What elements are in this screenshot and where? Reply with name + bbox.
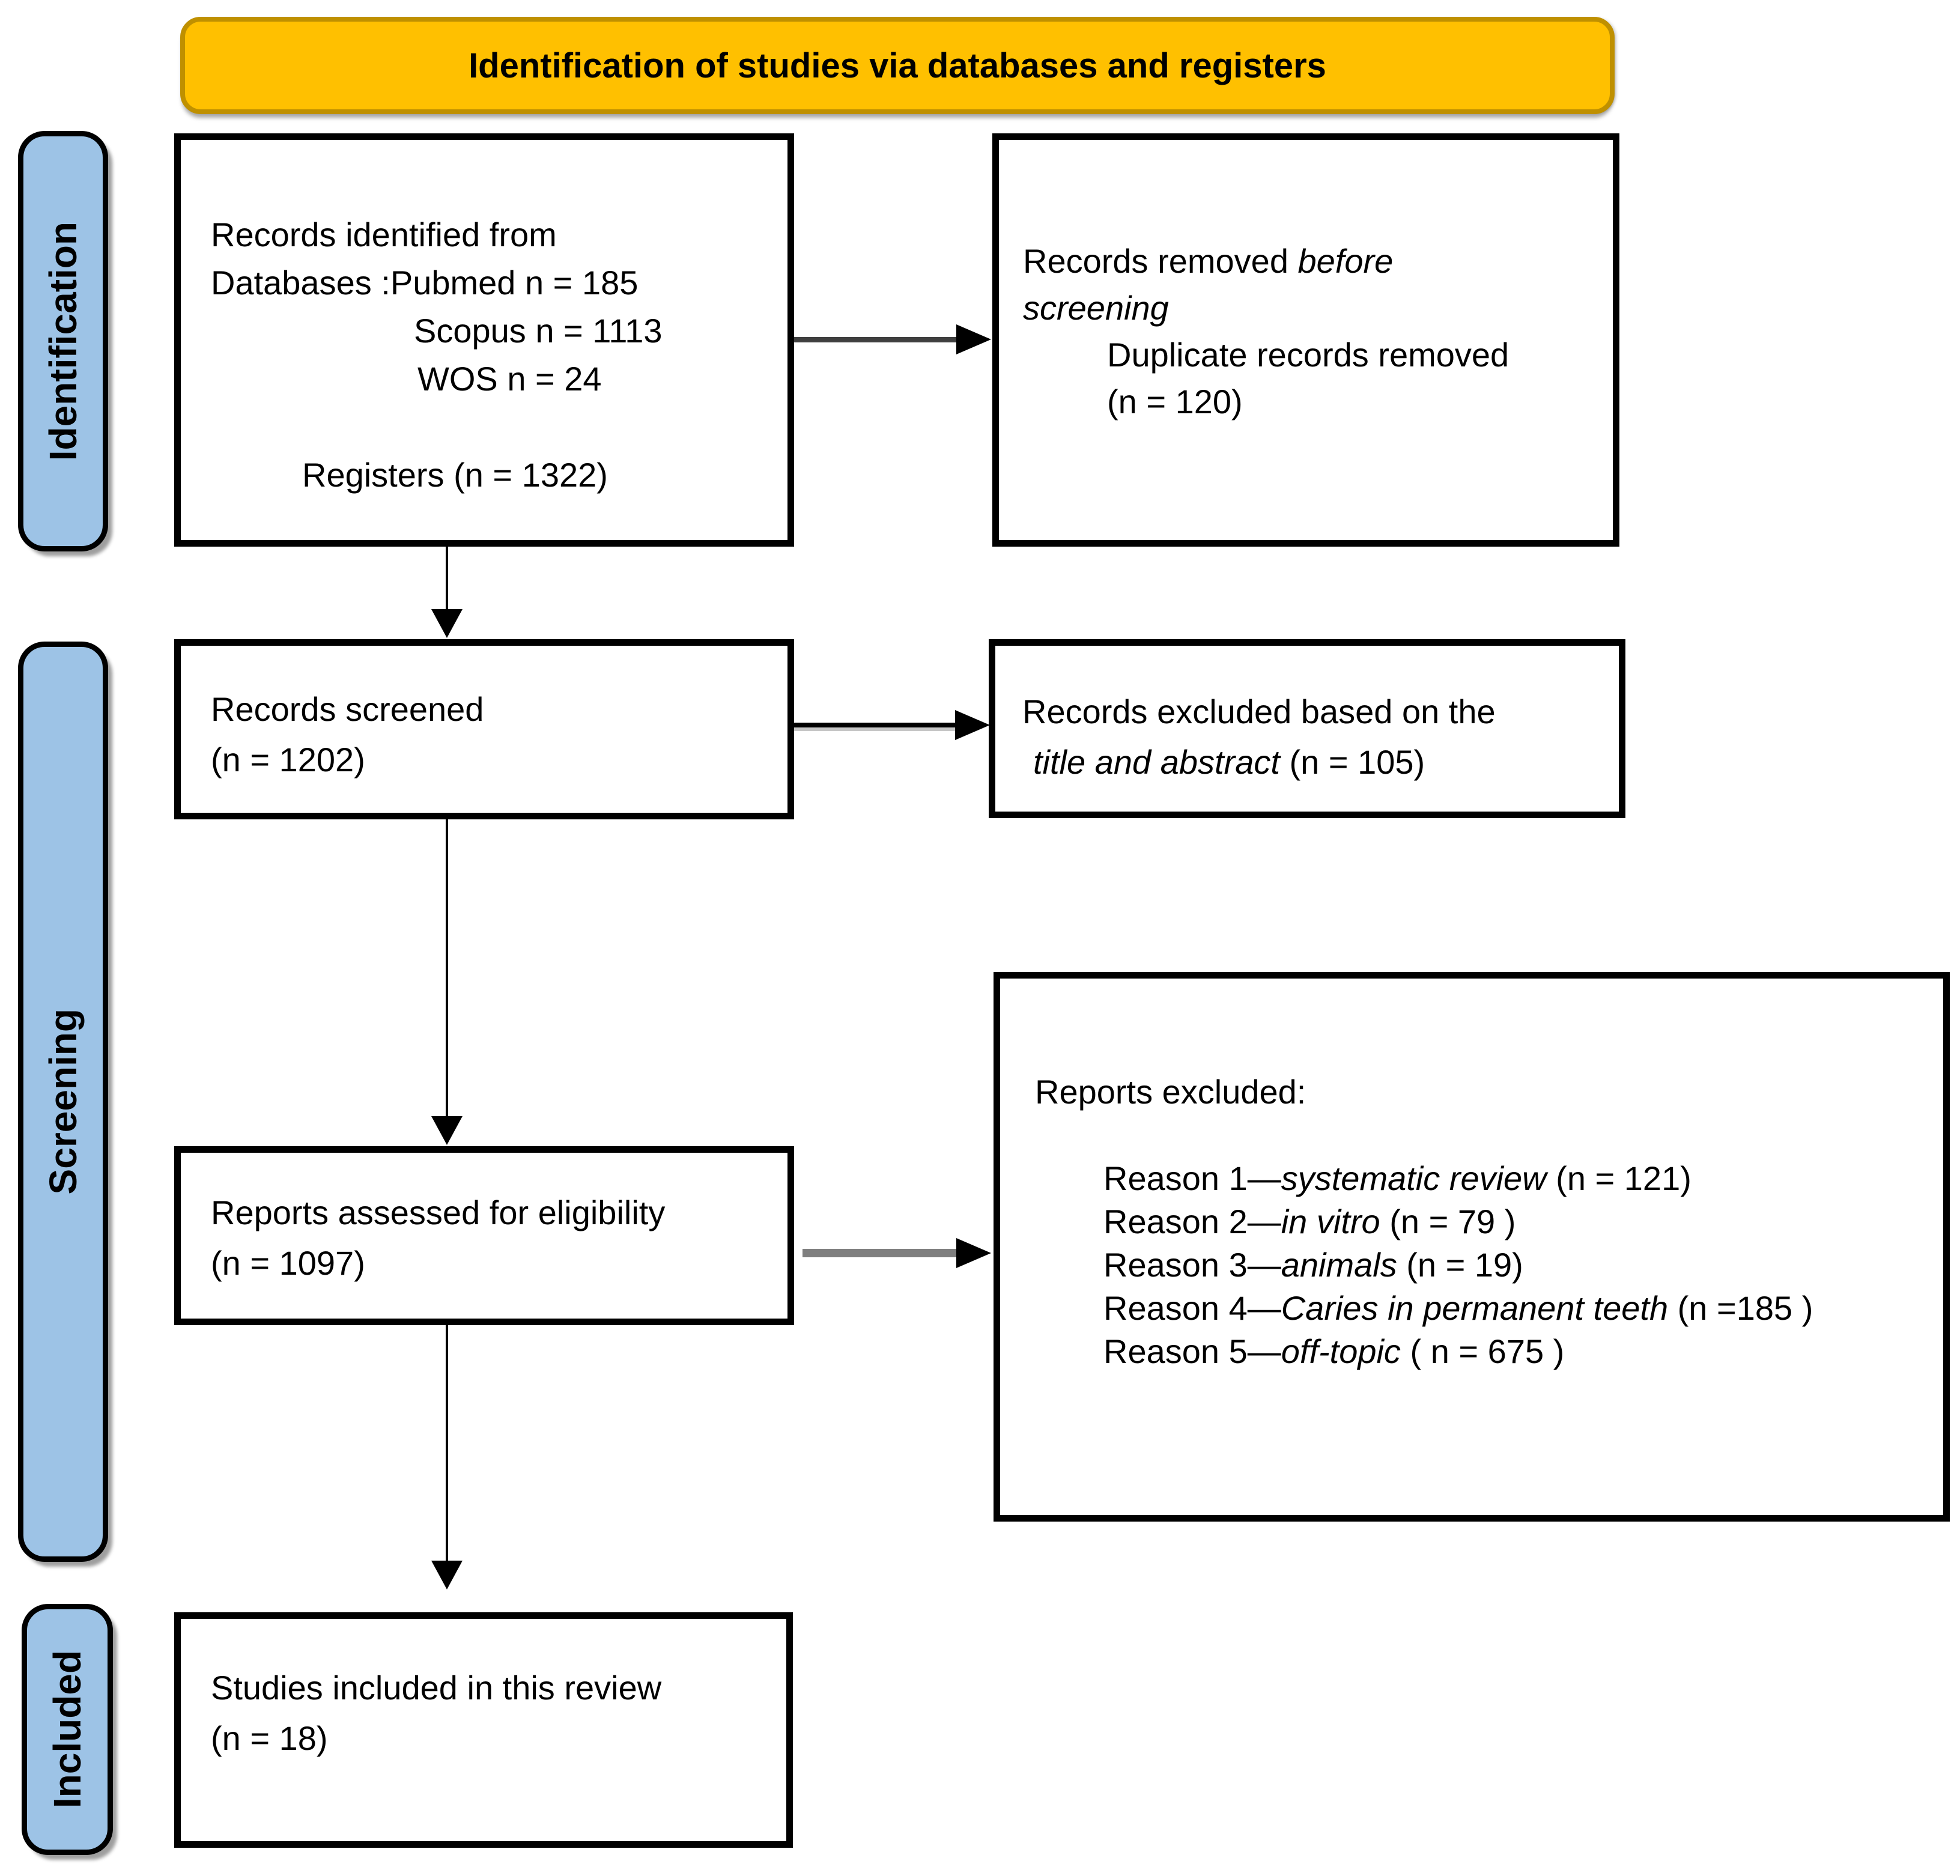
text-line: Reports excluded: [1035,1073,1306,1111]
text-line: Databases :Pubmed n = 185 [211,264,639,302]
stage-label-included: Included [22,1604,113,1855]
stage-label-screening: Screening [18,642,108,1562]
box-records-excluded-title-abstract: Records excluded based on the title and … [989,639,1625,818]
arrowhead-right-icon [955,710,990,740]
text-line: Registers (n = 1322) [302,456,608,494]
arrow-line [794,723,959,727]
text-line: screening [1023,289,1169,327]
text-line [211,403,775,451]
text-line: (n = 1097) [211,1244,365,1282]
box-reports-excluded-reasons: Reports excluded: Reason 1—systematic re… [994,972,1950,1522]
stage-label-identification: Identification [18,131,108,551]
arrowhead-right-icon [956,1238,991,1268]
text-line: WOS n = 24 [417,360,602,398]
arrowhead-down-icon [431,1116,463,1145]
text-line: Reason 3—animals (n = 19) [1103,1246,1523,1284]
arrowhead-right-icon [956,324,991,354]
text-line: Scopus n = 1113 [414,312,663,350]
banner-title: Identification of studies via databases … [469,46,1326,85]
arrowhead-down-icon [431,609,463,638]
text-line [1035,1114,1931,1157]
stage-label-screening-text: Screening [41,1009,85,1195]
text-line: title and abstract (n = 105) [1033,743,1425,781]
arrow-line [794,337,960,342]
text-line: Duplicate records removed [1107,336,1509,374]
box-records-removed-before-screening: Records removed before screening Duplica… [992,133,1619,547]
arrowhead-down-icon [431,1561,463,1589]
text-line: Reason 4—Caries in permanent teeth (n =1… [1103,1289,1813,1327]
text-line: Studies included in this review [211,1669,662,1707]
text-line: Records removed before [1023,242,1394,280]
text-line: Reason 5—off-topic ( n = 675 ) [1103,1332,1565,1370]
text-line: (n = 1202) [211,741,365,779]
stage-label-included-text: Included [46,1650,89,1809]
text-line: Records excluded based on the [1022,693,1496,730]
text-line: Records screened [211,690,484,728]
box-reports-assessed: Reports assessed for eligibility (n = 10… [174,1146,794,1325]
stage-label-identification-text: Identification [41,221,85,461]
text-line: (n = 18) [211,1719,328,1757]
box-records-screened: Records screened (n = 1202) [174,639,794,819]
text-line: Reason 1—systematic review (n = 121) [1103,1159,1691,1197]
arrow-line [803,1249,960,1257]
text-line: Reason 2—in vitro (n = 79 ) [1103,1203,1516,1240]
box-studies-included: Studies included in this review (n = 18) [174,1612,793,1848]
banner-identification-via-databases: Identification of studies via databases … [180,17,1615,114]
box-records-identified: Records identified from Databases :Pubme… [174,133,794,547]
text-line: (n = 120) [1107,383,1243,420]
text-line: Records identified from [211,216,557,253]
arrow-line [446,819,448,1117]
arrow-line [446,1325,448,1562]
arrow-line [446,547,448,610]
text-line: Reports assessed for eligibility [211,1194,666,1231]
